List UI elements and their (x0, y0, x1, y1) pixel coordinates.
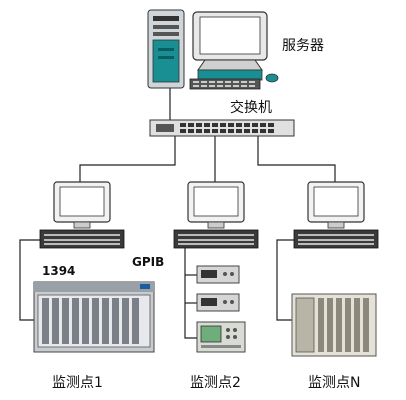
workstation-2-icon (173, 181, 259, 249)
gpib-instrument-3-icon (196, 321, 246, 353)
workstation-n-icon (293, 181, 379, 249)
network-switch-icon (149, 119, 295, 137)
workstation-1-icon (39, 181, 125, 249)
station-2-label: 监测点2 (190, 375, 241, 391)
switch-label: 交换机 (230, 100, 272, 116)
pxi-chassis-1394-icon (33, 281, 155, 353)
gpib-instrument-2-icon (196, 293, 240, 312)
gpib-instrument-1-icon (196, 265, 240, 284)
link-gpib-label: GPIB (132, 255, 165, 269)
station-1-label: 监测点1 (52, 375, 103, 391)
connection-lines (19, 85, 336, 339)
server-label: 服务器 (282, 38, 324, 54)
rack-chassis-n-icon (291, 293, 377, 357)
link-1394-label: 1394 (42, 264, 76, 278)
server-tower-icon (147, 9, 185, 89)
station-n-label: 监测点N (308, 375, 361, 391)
server-monitor-icon (189, 11, 279, 90)
